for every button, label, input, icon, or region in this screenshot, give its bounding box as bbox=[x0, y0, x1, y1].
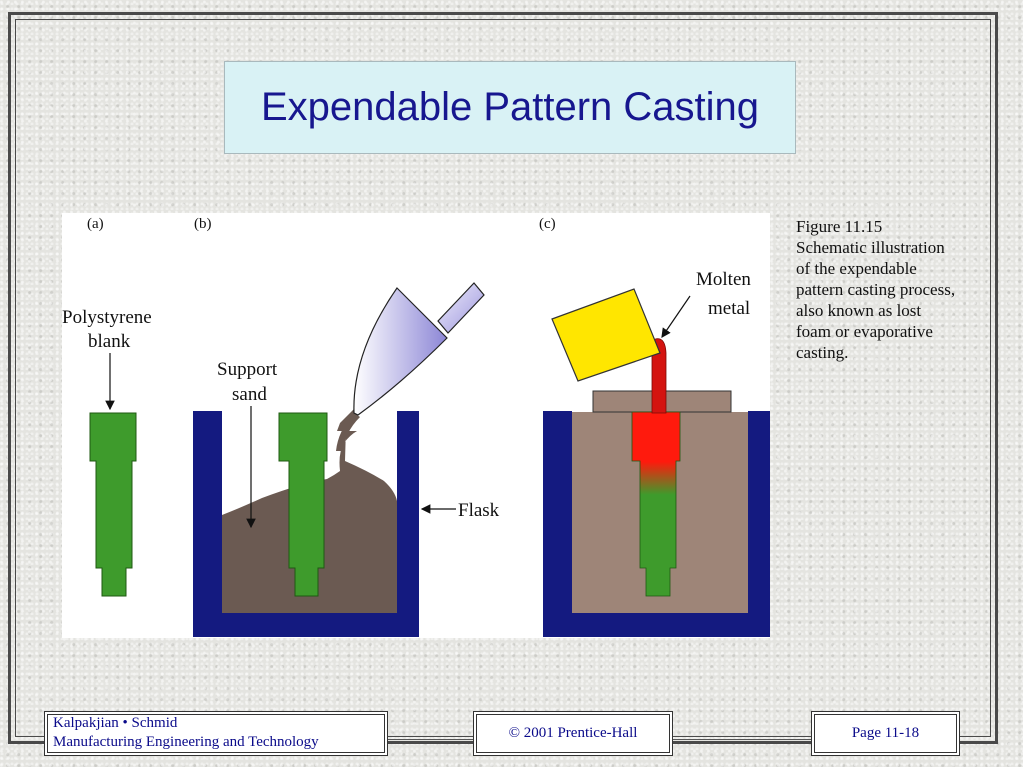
label-blank: blank bbox=[88, 331, 131, 352]
label-sand: sand bbox=[232, 384, 267, 405]
flask-c bbox=[543, 411, 770, 637]
casting-diagram bbox=[89, 282, 770, 637]
ladle-c bbox=[551, 288, 661, 382]
panel-label-a: (a) bbox=[87, 216, 104, 232]
figure-caption: Figure 11.15 Schematic illustration of t… bbox=[796, 217, 956, 362]
label-support: Support bbox=[217, 359, 278, 380]
flask-b bbox=[193, 411, 419, 637]
pattern-c-pouring bbox=[631, 411, 681, 597]
panel-label-b: (b) bbox=[194, 216, 212, 232]
footer-page-box: Page 11-18 bbox=[811, 711, 960, 756]
pattern-b bbox=[278, 412, 328, 597]
footer-book-title: Manufacturing Engineering and Technology bbox=[53, 734, 319, 750]
sand-scoop bbox=[353, 287, 448, 416]
footer-page-number: Page 11-18 bbox=[851, 725, 920, 741]
footer-authors-box: Kalpakjian • Schmid Manufacturing Engine… bbox=[44, 711, 388, 756]
molten-arrow bbox=[661, 295, 691, 338]
label-flask: Flask bbox=[458, 500, 500, 521]
footer-authors: Kalpakjian • Schmid bbox=[53, 715, 178, 731]
label-metal: metal bbox=[708, 298, 751, 319]
sand-stream bbox=[336, 413, 360, 451]
polystyrene-blank-a bbox=[89, 412, 137, 597]
footer-copyright-box: © 2001 Prentice-Hall bbox=[473, 711, 673, 756]
scoop-handle bbox=[437, 282, 485, 334]
slide-title: Expendable Pattern Casting bbox=[260, 85, 760, 129]
title-box: Expendable Pattern Casting bbox=[224, 61, 796, 154]
footer-rule bbox=[388, 739, 958, 740]
footer-copyright: © 2001 Prentice-Hall bbox=[508, 725, 638, 741]
panel-label-c: (c) bbox=[539, 216, 556, 232]
label-polystyrene: Polystyrene bbox=[62, 307, 152, 328]
label-molten: Molten bbox=[696, 269, 751, 290]
casting-figure: (a) (b) (c) Polystyrene blank Support sa… bbox=[62, 213, 770, 638]
